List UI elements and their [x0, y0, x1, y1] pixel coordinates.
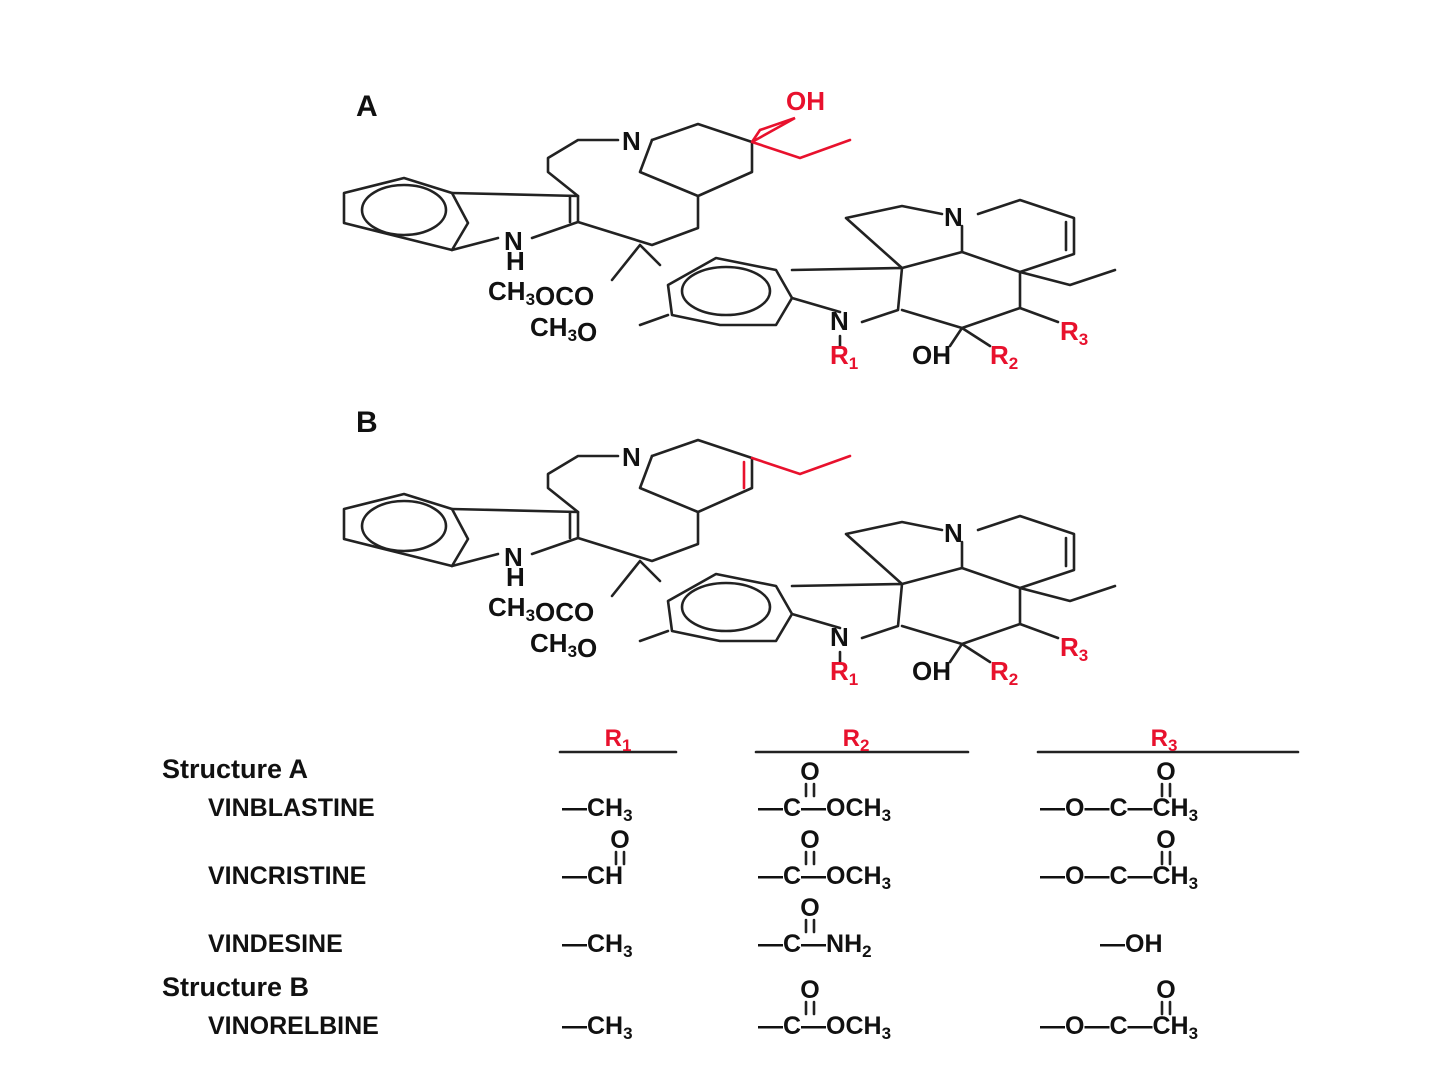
a-nh-atom: N: [504, 226, 523, 256]
row-vinblastine-r3-oxygen: O: [1156, 758, 1175, 786]
a-hydroxyl-label: OH: [786, 86, 825, 116]
a-r3-label: R3: [1060, 316, 1088, 349]
b-ester-label: CH3OCO: [488, 592, 594, 627]
a-indoline-n-atom: N: [830, 306, 849, 336]
column-header-r2: R2: [843, 725, 870, 755]
row-vincristine-r2-double-bond: [804, 850, 816, 866]
structure-b-heading: Structure B: [162, 972, 309, 1002]
row-vinblastine-r3: —O—C—CH3: [1040, 794, 1198, 825]
row-vincristine-r1-oxygen: O: [610, 826, 629, 854]
b-r2-label: R2: [990, 656, 1018, 689]
row-vinorelbine-name: VINORELBINE: [208, 1012, 379, 1040]
b-upper-n-atom: N: [944, 518, 963, 548]
row-vinorelbine-r3: —O—C—CH3: [1040, 1012, 1198, 1043]
structure-b-molecule: [342, 438, 1117, 664]
row-vinblastine-r3-double-bond: [1160, 782, 1172, 798]
b-n-atom: N: [622, 442, 641, 472]
b-h-atom: H: [506, 562, 525, 592]
row-vincristine-r3: —O—C—CH3: [1040, 862, 1198, 893]
b-indoline-n-atom: N: [830, 622, 849, 652]
row-vindesine-r2-oxygen: O: [800, 894, 819, 922]
a-h-atom: H: [506, 246, 525, 276]
row-vinblastine-r2-double-bond: [804, 782, 816, 798]
row-vinblastine-r2-oxygen: O: [800, 758, 819, 786]
row-vindesine-r2-double-bond: [804, 918, 816, 934]
row-vincristine-r2-oxygen: O: [800, 826, 819, 854]
b-methoxy-label: CH3O: [530, 628, 597, 663]
column-header-r3: R3: [1151, 725, 1178, 755]
row-vincristine-r3-oxygen: O: [1156, 826, 1175, 854]
b-nh-atom: N: [504, 542, 523, 572]
row-vincristine-r1-double-bond: [614, 850, 626, 866]
row-vindesine-r2: —C—NH2: [758, 930, 872, 961]
a-n-atom: N: [622, 126, 641, 156]
row-vinorelbine-r2-oxygen: O: [800, 976, 819, 1004]
a-methoxy-label: CH3O: [530, 312, 597, 347]
row-vinblastine-r2: —C—OCH3: [758, 794, 891, 825]
a-upper-n-atom: N: [944, 202, 963, 232]
row-vinblastine-name: VINBLASTINE: [208, 794, 375, 822]
b-r3-label: R3: [1060, 632, 1088, 665]
row-vindesine-r3: —OH: [1100, 930, 1163, 958]
row-vinorelbine-r2-double-bond: [804, 1000, 816, 1016]
structure-a-heading: Structure A: [162, 754, 308, 784]
row-vincristine-r3-double-bond: [1160, 850, 1172, 866]
row-vincristine-name: VINCRISTINE: [208, 862, 366, 890]
panel-label-b: B: [356, 406, 378, 439]
a-r1-label: R1: [830, 340, 858, 373]
row-vindesine-r1: —CH3: [562, 930, 633, 961]
row-vinorelbine-r2: —C—OCH3: [758, 1012, 891, 1043]
row-vinorelbine-r3-oxygen: O: [1156, 976, 1175, 1004]
b-r1-label: R1: [830, 656, 858, 689]
a-ester-label: CH3OCO: [488, 276, 594, 311]
a-oh-label: OH: [912, 340, 951, 370]
structure-a-molecule: [342, 116, 1117, 348]
row-vinorelbine-r1: —CH3: [562, 1012, 633, 1043]
a-r2-label: R2: [990, 340, 1018, 373]
row-vincristine-r1: —CH: [562, 862, 623, 890]
column-header-r1: R1: [605, 725, 632, 755]
b-oh-label: OH: [912, 656, 951, 686]
row-vindesine-name: VINDESINE: [208, 930, 343, 958]
panel-label-a: A: [356, 90, 378, 123]
row-vincristine-r2: —C—OCH3: [758, 862, 891, 893]
row-vinblastine-r1: —CH3: [562, 794, 633, 825]
row-vinorelbine-r3-double-bond: [1160, 1000, 1172, 1016]
